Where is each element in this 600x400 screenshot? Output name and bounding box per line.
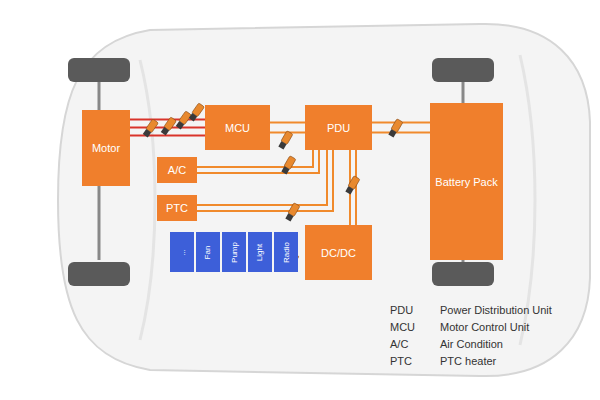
- legend-meaning: PTC heater: [440, 355, 496, 367]
- rear-axle: [462, 260, 465, 262]
- wire-strand: [270, 122, 305, 124]
- connector-plug: [175, 111, 191, 130]
- wire-strand: [197, 150, 333, 211]
- battery-box: Battery Pack: [430, 103, 503, 260]
- front-axle: [98, 82, 101, 110]
- wire-strand: [197, 150, 327, 205]
- connector-plug: [345, 176, 360, 195]
- load-box: Radio: [274, 232, 298, 272]
- connector-plug: [281, 156, 296, 175]
- legend-abbreviation: PDU: [390, 304, 413, 316]
- rear-window-line: [520, 55, 535, 345]
- legend-abbreviation: PTC: [390, 355, 412, 367]
- power-wire: [197, 150, 333, 211]
- wheel: [68, 262, 130, 286]
- wire-strand: [130, 135, 205, 137]
- connector-plug: [142, 119, 158, 138]
- node-label: Motor: [92, 142, 120, 154]
- node-label: A/C: [168, 164, 186, 176]
- motor-box: Motor: [82, 110, 130, 186]
- wheel: [432, 58, 494, 82]
- ptc-box: PTC: [157, 195, 197, 221]
- node-label: ...: [177, 249, 186, 256]
- connector-plug: [188, 103, 204, 122]
- legend-abbreviation: MCU: [390, 321, 415, 333]
- wheel: [432, 262, 494, 286]
- node-label: Fan: [203, 245, 212, 259]
- rear-axle: [462, 82, 465, 103]
- mcu-box: MCU: [205, 105, 270, 150]
- connector-plug: [160, 117, 176, 136]
- wheel: [68, 58, 130, 82]
- wire-strand: [197, 150, 319, 173]
- node-label: MCU: [225, 122, 250, 134]
- load-box: ...: [170, 232, 194, 272]
- node-label: DC/DC: [321, 247, 356, 259]
- legend-meaning: Air Condition: [440, 338, 503, 350]
- ac-box: A/C: [157, 157, 197, 183]
- node-label: Light: [255, 243, 264, 260]
- legend-abbreviation: A/C: [390, 338, 408, 350]
- wire-strand: [197, 150, 313, 167]
- load-box: Light: [248, 232, 272, 272]
- node-label: Pump: [230, 242, 239, 263]
- legend-meaning: Motor Control Unit: [440, 321, 529, 333]
- node-label: PDU: [327, 122, 350, 134]
- load-box: Pump: [222, 232, 246, 272]
- node-label: Radio: [282, 242, 291, 263]
- car-body: [58, 24, 590, 376]
- connector-plug: [388, 119, 403, 138]
- connector-plug: [278, 131, 293, 150]
- connector-plug: [285, 203, 300, 222]
- legend-meaning: Power Distribution Unit: [440, 304, 552, 316]
- power-wire: [197, 150, 319, 173]
- node-label: Battery Pack: [435, 176, 497, 188]
- load-box: Fan: [196, 232, 220, 272]
- node-label: PTC: [166, 202, 188, 214]
- front-axle: [98, 186, 101, 260]
- dcdc-box: DC/DC: [305, 225, 372, 280]
- pdu-box: PDU: [305, 105, 372, 150]
- windshield-line: [140, 60, 155, 340]
- wire-strand: [372, 132, 430, 134]
